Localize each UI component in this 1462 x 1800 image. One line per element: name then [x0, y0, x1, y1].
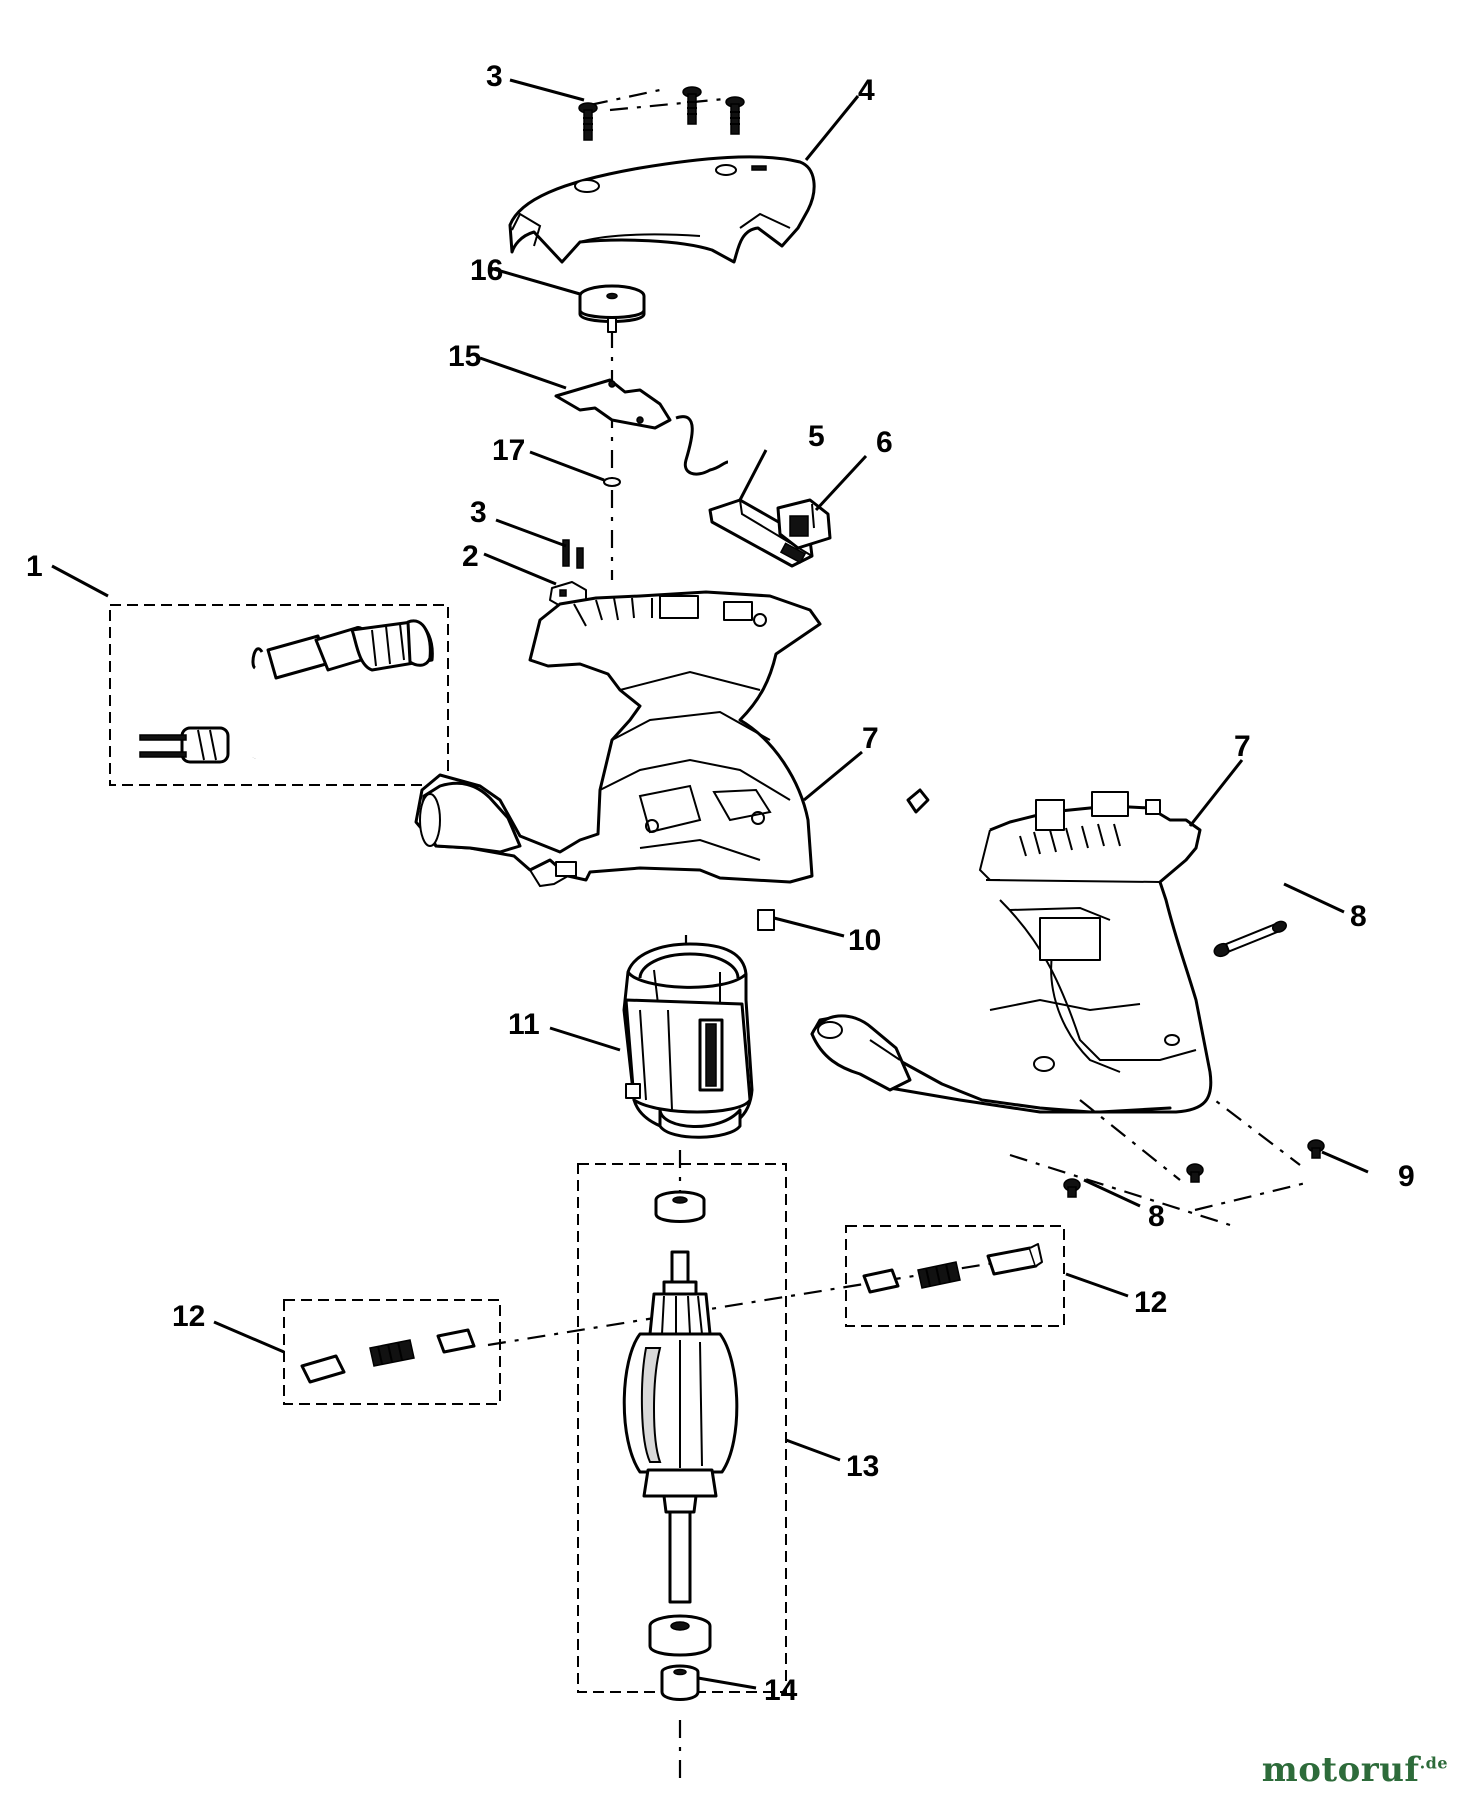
- callout-1: 1: [26, 550, 43, 583]
- power-cord-group-box: [109, 604, 449, 786]
- callout-8-right: 8: [1350, 900, 1367, 933]
- callout-10: 10: [848, 924, 881, 957]
- callout-numbers: 1 2 3 3 4 5 6 7 7 8 8 9 10 11 12 12 13 1…: [26, 60, 1415, 1707]
- callout-3-switch: 3: [470, 496, 487, 529]
- callout-8-lower: 8: [1148, 1200, 1165, 1233]
- part-field-stator: [622, 942, 754, 1139]
- part-circuit-plate: [554, 378, 729, 476]
- callout-13: 13: [846, 1450, 879, 1483]
- part-insulator: [757, 909, 775, 931]
- part-screws-switch: [562, 539, 584, 569]
- part-lower-bearing: [660, 1664, 700, 1701]
- callout-16: 16: [470, 254, 503, 287]
- leader-lines: [51, 78, 1369, 1690]
- part-screws-top: [578, 86, 745, 141]
- part-armature: [577, 1163, 787, 1693]
- watermark-tld: .de: [1419, 1753, 1448, 1773]
- callout-14: 14: [764, 1674, 798, 1707]
- callout-15: 15: [448, 340, 481, 373]
- part-speed-knob: [578, 284, 646, 333]
- callout-3-top: 3: [486, 60, 503, 93]
- part-switch: [776, 498, 832, 550]
- callout-2: 2: [462, 540, 479, 573]
- watermark-brand: motoruf: [1261, 1750, 1420, 1790]
- part-power-cord: [109, 604, 449, 786]
- callout-12-right: 12: [1134, 1286, 1167, 1319]
- callout-4: 4: [858, 74, 875, 107]
- part-brush-set-right: [845, 1225, 1065, 1327]
- callout-7-right: 7: [1234, 730, 1251, 763]
- callout-17: 17: [492, 434, 525, 467]
- callout-12-left: 12: [172, 1300, 205, 1333]
- part-housing-left: [414, 590, 822, 888]
- watermark-logo: motoruf.de: [1262, 1750, 1448, 1790]
- part-housing-right: [810, 788, 1213, 1114]
- callout-5: 5: [808, 420, 825, 453]
- part-spring-clip: [603, 477, 621, 487]
- part-top-cover: [508, 155, 816, 264]
- callout-11: 11: [508, 1008, 540, 1041]
- brush-set-right-box: [845, 1225, 1065, 1327]
- callout-9: 9: [1398, 1160, 1415, 1193]
- part-screws-housing: [1063, 920, 1325, 1198]
- callout-6: 6: [876, 426, 893, 459]
- part-brush-set-left: [283, 1299, 501, 1405]
- assembly-center-lines: [487, 88, 1311, 1780]
- callout-7-left: 7: [862, 722, 879, 755]
